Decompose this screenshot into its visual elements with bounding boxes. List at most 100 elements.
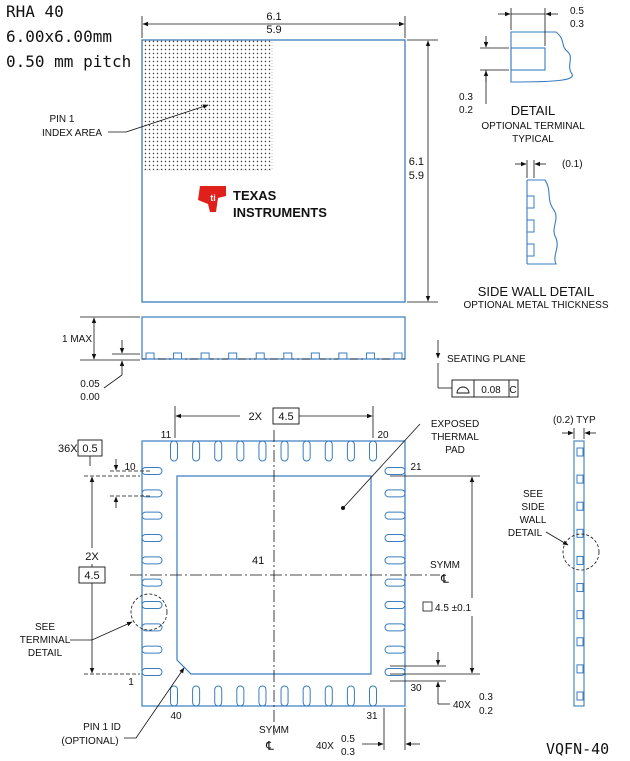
see-side-3: WALL bbox=[520, 515, 547, 526]
terminal-right-22 bbox=[384, 489, 406, 498]
pin1-index-label-1: PIN 1 bbox=[49, 114, 74, 125]
terminal-bottom-38 bbox=[214, 685, 223, 707]
detail-left-max: 0.3 bbox=[459, 92, 473, 103]
side-terminals bbox=[145, 352, 403, 360]
terminal-top-19 bbox=[346, 440, 355, 462]
edge-terminal bbox=[576, 637, 584, 647]
terminal-bottom-37 bbox=[236, 685, 245, 707]
pin-pitch-value: 0.5 bbox=[82, 443, 97, 455]
svg-text:ti: ti bbox=[210, 193, 216, 203]
detail-terminal bbox=[510, 47, 546, 71]
terminal-width-max: 0.3 bbox=[479, 692, 493, 703]
terminal-left-9 bbox=[141, 489, 163, 498]
see-side-1: SEE bbox=[523, 489, 543, 500]
side-wall-callout bbox=[562, 533, 600, 571]
symm-right-label: SYMM bbox=[430, 560, 460, 571]
seating-plane-label: SEATING PLANE bbox=[447, 354, 526, 365]
terminal-top-14 bbox=[236, 440, 245, 462]
thermal-pad bbox=[176, 475, 372, 675]
pin1-id-2: (OPTIONAL) bbox=[61, 736, 118, 747]
see-side-4: DETAIL bbox=[508, 528, 543, 539]
terminal-right-29 bbox=[384, 645, 406, 654]
terminal-detail: 0.5 0.3 0.3 0.2 DETAIL OPTIONAL TERMINAL… bbox=[459, 6, 585, 145]
terminal-bottom-31 bbox=[369, 685, 377, 707]
pin-21-label: 21 bbox=[410, 462, 422, 473]
standoff-max: 0.05 bbox=[80, 379, 100, 390]
side-wall-title: SIDE WALL DETAIL bbox=[478, 284, 595, 299]
package-outline bbox=[141, 39, 406, 303]
detail-title: DETAIL bbox=[511, 103, 556, 118]
pin-11-label: 11 bbox=[161, 430, 172, 441]
side-terminal bbox=[283, 352, 293, 360]
edge-terminal bbox=[576, 691, 584, 701]
pin-20-label: 20 bbox=[377, 430, 389, 441]
ti-logo: ti TEXAS INSTRUMENTS bbox=[198, 186, 327, 220]
terminal-len-count: 40X bbox=[316, 741, 334, 752]
pad-label-3: PAD bbox=[445, 445, 465, 456]
terminal-top-15 bbox=[258, 440, 267, 462]
side-wall-thickness: (0.1) bbox=[562, 159, 583, 170]
height-max: 6.1 bbox=[409, 156, 424, 168]
detail-top-max: 0.5 bbox=[570, 6, 584, 17]
standoff-min: 0.00 bbox=[80, 392, 100, 403]
logo-line-1: TEXAS bbox=[233, 188, 277, 203]
side-terminal bbox=[365, 352, 375, 360]
terminal-bottom-40 bbox=[170, 685, 178, 707]
width-max: 6.1 bbox=[266, 11, 281, 23]
terminal-top-13 bbox=[214, 440, 223, 462]
pin-1-label: 1 bbox=[128, 677, 134, 688]
terminal-right-30 bbox=[384, 668, 406, 676]
side-terminal bbox=[200, 352, 210, 360]
bottom-outline bbox=[141, 440, 406, 707]
logo-line-2: INSTRUMENTS bbox=[233, 205, 327, 220]
detail-subtitle-1: OPTIONAL TERMINAL bbox=[481, 121, 585, 132]
coplanarity-value: 0.08 bbox=[481, 385, 501, 396]
terminal-bottom-36 bbox=[258, 685, 267, 707]
pin-30-label: 30 bbox=[410, 683, 422, 694]
symm-right-symbol: ℄ bbox=[440, 572, 449, 586]
terminal-right-28 bbox=[384, 623, 406, 632]
pin1-leader bbox=[108, 104, 209, 133]
detail-subtitle-2: TYPICAL bbox=[512, 134, 554, 145]
terminal-top-17 bbox=[302, 440, 311, 462]
pin-31-label: 31 bbox=[366, 711, 378, 722]
terminal-left-3 bbox=[141, 623, 163, 632]
left-pitch-value: 4.5 bbox=[84, 570, 99, 582]
edge-terminal bbox=[576, 610, 584, 620]
terminal-right-25 bbox=[384, 556, 406, 565]
height-min: 5.9 bbox=[409, 170, 424, 182]
side-edge-view: (0.2) TYP SEE SIDE WALL DETAIL bbox=[508, 415, 600, 707]
terminal-bottom-35 bbox=[280, 685, 289, 707]
edge-terminal bbox=[576, 528, 584, 538]
flatness-icon bbox=[456, 386, 470, 394]
terminal-left-6 bbox=[141, 556, 163, 565]
terminal-top-12 bbox=[192, 440, 201, 462]
side-terminal bbox=[338, 352, 348, 360]
side-terminal bbox=[310, 352, 320, 360]
terminal-len-max: 0.5 bbox=[341, 734, 355, 745]
side-terminal bbox=[173, 352, 183, 360]
terminal-bottom-32 bbox=[346, 685, 355, 707]
terminal-left-5 bbox=[141, 578, 163, 587]
terminal-right-23 bbox=[384, 511, 406, 520]
pad-size: 4.5 ±0.1 bbox=[435, 603, 472, 614]
see-terminal-2: TERMINAL bbox=[20, 635, 71, 646]
terminal-detail-callout bbox=[130, 593, 168, 631]
terminal-width-min: 0.2 bbox=[479, 706, 493, 717]
edge-terminal bbox=[576, 474, 584, 484]
edge-terminal bbox=[576, 501, 584, 511]
symm-bottom-label: SYMM bbox=[259, 725, 289, 736]
side-terminal bbox=[255, 352, 265, 360]
terminal-right-24 bbox=[384, 534, 406, 542]
top-pitch-count: 2X bbox=[249, 411, 263, 423]
terminal-left-7 bbox=[141, 534, 163, 542]
side-max-height: 1 MAX bbox=[62, 334, 92, 345]
terminal-top-16 bbox=[280, 440, 289, 462]
terminal-right-27 bbox=[384, 601, 406, 609]
pin-40-label: 40 bbox=[170, 711, 182, 722]
symm-bottom-symbol: ℄ bbox=[265, 739, 274, 753]
terminal-left-10 bbox=[141, 467, 163, 475]
bottom-terminals bbox=[141, 440, 406, 707]
terminal-left-1 bbox=[141, 668, 163, 676]
